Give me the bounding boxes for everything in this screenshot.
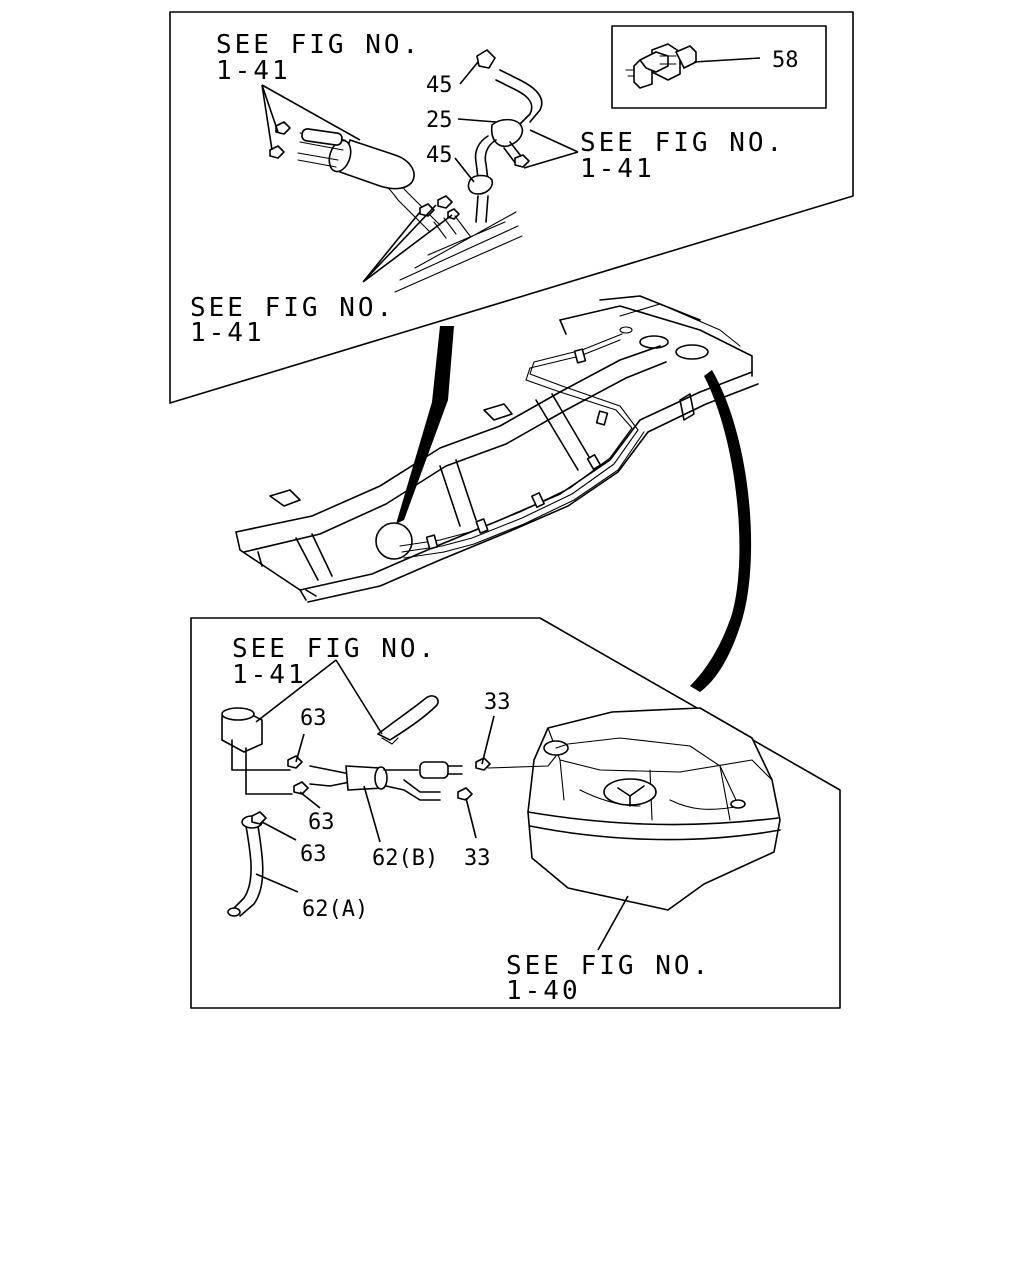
clip-63-mid <box>293 781 309 795</box>
bottom-inset-frame <box>190 617 841 1009</box>
ref-bottom-left-line2: 1-41 <box>190 318 265 348</box>
clip-63-top <box>287 755 303 769</box>
grommet-25 <box>490 118 524 148</box>
leader-45-upper <box>459 61 479 85</box>
leader-58 <box>693 57 761 63</box>
leader-33-low <box>465 797 477 839</box>
leader-ref-right <box>523 129 579 169</box>
top-inset: SEE FIG NO. 1-41 45 25 45 SEE FIG NO. 1-… <box>169 11 854 404</box>
ref-right-line1: SEE FIG NO. <box>580 128 785 158</box>
leader-ref-top <box>255 659 383 735</box>
ref-top-left-line2: 1-41 <box>216 56 291 86</box>
callout-63-top: 63 <box>300 706 327 731</box>
arrow-to-top-inset <box>396 326 454 524</box>
fuel-tank <box>527 707 781 911</box>
ref-right-line2: 1-41 <box>580 154 655 184</box>
leader-ref-tank <box>597 895 629 951</box>
fuel-hose-assembly <box>467 49 543 223</box>
callout-25: 25 <box>426 108 453 133</box>
canister-part <box>297 128 415 190</box>
ref-bottom-left-line1: SEE FIG NO. <box>190 293 395 323</box>
chassis-frame <box>235 295 759 603</box>
line-to-tank <box>487 755 557 769</box>
leader-25 <box>457 118 497 123</box>
callout-45-upper: 45 <box>426 73 453 98</box>
leader-63-mid <box>299 791 321 809</box>
ref-top-left-line1: SEE FIG NO. <box>216 30 421 60</box>
clip-45-upper <box>476 49 496 69</box>
callout-63-low: 63 <box>300 842 327 867</box>
ref-tank-line1: SEE FIG NO. <box>506 951 711 981</box>
leader-62a <box>255 873 299 893</box>
leader-ref-top-left <box>261 84 361 151</box>
detail-box-frame <box>611 25 827 109</box>
leader-33-top <box>481 715 495 765</box>
canister-part-bottom <box>221 707 293 795</box>
detail-circle <box>375 522 413 560</box>
callout-62b: 62(B) <box>372 846 438 871</box>
top-inset-frame <box>169 11 854 404</box>
callout-45-lower: 45 <box>426 143 453 168</box>
frame-rail-lines <box>394 211 523 293</box>
purge-hose-part <box>377 695 439 741</box>
ref-tank-line2: 1-40 <box>506 976 581 1006</box>
hose-62b <box>309 761 463 801</box>
leader-45-lower <box>454 157 475 183</box>
ref-bottom-top-line1: SEE FIG NO. <box>232 634 437 664</box>
pipe-clip-58 <box>625 43 697 89</box>
callout-62a: 62(A) <box>302 897 368 922</box>
hose-clips-bottom <box>251 755 491 825</box>
callout-33-low: 33 <box>464 846 491 871</box>
clip-63-low <box>251 811 267 825</box>
callout-63-mid: 63 <box>308 810 335 835</box>
leader-63-low <box>261 821 297 841</box>
ref-bottom-top-line2: 1-41 <box>232 660 307 690</box>
leader-ref-bottom-left <box>362 204 453 283</box>
callout-33-top: 33 <box>484 690 511 715</box>
clip-33-low <box>457 787 473 801</box>
leader-63-top <box>295 733 305 763</box>
clip-45-lower <box>467 174 494 195</box>
clip-detail-box: 58 <box>611 25 827 109</box>
leader-62b <box>363 785 381 843</box>
arrow-to-bottom-inset <box>690 370 752 692</box>
hose-62a <box>227 815 264 917</box>
callout-58: 58 <box>772 48 799 73</box>
bottom-inset: SEE FIG NO. 1-41 63 63 63 62(B) 62(A) 33… <box>190 617 841 1009</box>
